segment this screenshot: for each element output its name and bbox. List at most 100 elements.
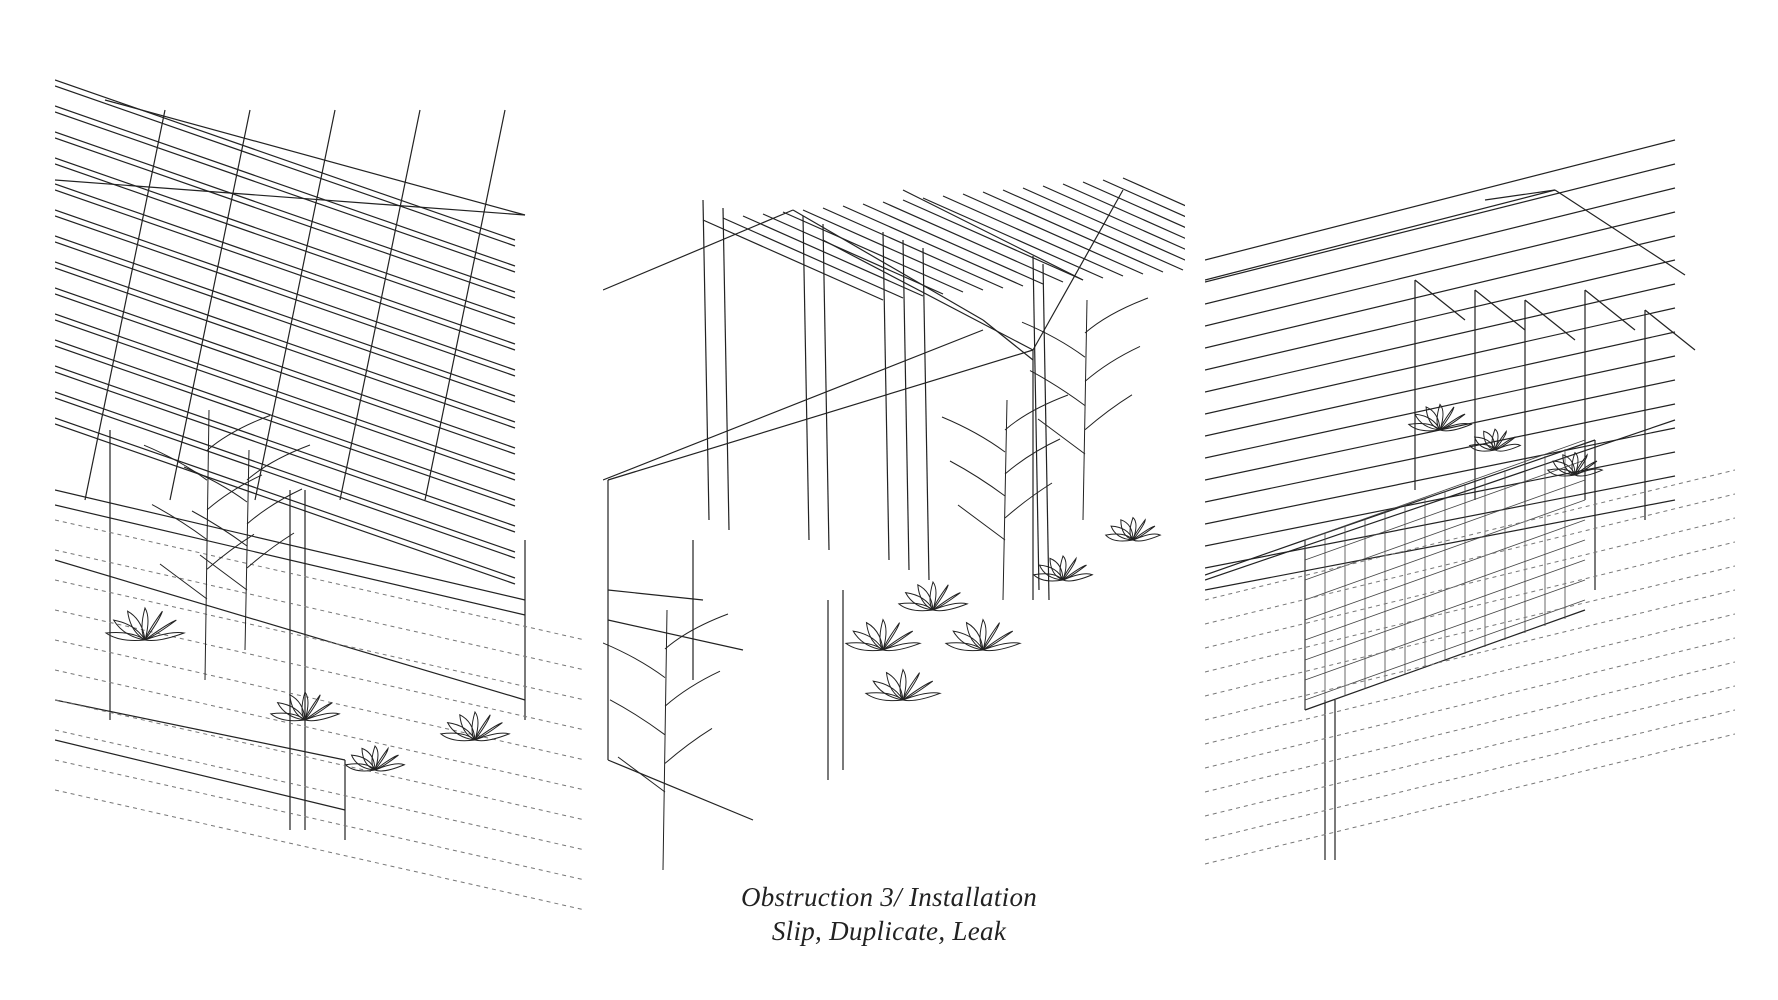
tree-branch xyxy=(664,727,713,764)
plant-leaf xyxy=(882,622,901,651)
tree-trunk xyxy=(244,449,250,651)
roof-purlin xyxy=(424,109,506,501)
plant-leaf xyxy=(1062,556,1077,581)
tree-branch xyxy=(199,554,248,591)
bench xyxy=(607,759,754,821)
plant-leaf xyxy=(1439,406,1455,431)
plant-leaf xyxy=(269,712,306,722)
roof-slat xyxy=(882,201,1064,283)
tree-branch xyxy=(206,415,271,451)
roof-slat xyxy=(742,215,924,297)
plant-leaf xyxy=(439,732,476,742)
plant-leaf xyxy=(289,693,306,721)
roof-slat xyxy=(1205,331,1676,437)
plant-leaf xyxy=(1059,555,1067,581)
roof-slats xyxy=(603,177,1185,481)
drawing-panel-left xyxy=(55,0,585,1000)
grid-line xyxy=(1304,539,1586,641)
tree-trunk xyxy=(1002,399,1008,601)
roof-edge xyxy=(1205,419,1676,581)
roof-slat xyxy=(1205,235,1676,349)
structural-frame xyxy=(55,430,526,840)
tree-branch xyxy=(664,670,721,707)
ground-line xyxy=(1205,685,1735,817)
plant-leaf xyxy=(276,701,306,721)
plant-leaf xyxy=(1038,564,1064,581)
plant-leaf xyxy=(979,618,987,651)
plant-leaf xyxy=(1571,451,1579,476)
roof-slat xyxy=(55,339,516,501)
plant-leaf xyxy=(144,619,177,641)
plant-leaf xyxy=(1129,516,1137,541)
plant-leaf xyxy=(1110,525,1134,541)
ground-line xyxy=(55,759,585,881)
tree-branch xyxy=(143,444,208,481)
plant-leaf xyxy=(1574,468,1604,477)
plant-leaf xyxy=(301,690,309,721)
roof-slat xyxy=(55,261,516,423)
roof-slat xyxy=(55,85,516,247)
roof-slat xyxy=(55,365,516,527)
roof-slat xyxy=(782,211,964,293)
roof-slat xyxy=(55,189,516,351)
ground-line xyxy=(1205,589,1735,721)
plant-leaf xyxy=(899,668,907,701)
plant-leaf xyxy=(902,672,921,701)
frame-top xyxy=(1644,309,1696,351)
plant-leaf xyxy=(141,606,149,641)
plant-leaf xyxy=(902,692,942,702)
roof-slat xyxy=(842,205,1024,287)
frame-top xyxy=(1414,279,1466,321)
bench xyxy=(607,589,704,601)
roof-edge xyxy=(1032,189,1124,351)
plant-leaf xyxy=(1049,557,1064,581)
ground-line xyxy=(55,609,585,731)
plant-leaf xyxy=(1494,443,1522,452)
roof-slat xyxy=(55,345,516,507)
plant-leaf xyxy=(304,702,333,721)
roof-slat xyxy=(1205,163,1676,283)
roof-slat xyxy=(55,235,516,397)
plant-leaf xyxy=(885,671,904,701)
plants xyxy=(104,409,511,772)
plant-leaf xyxy=(1062,573,1094,582)
roof-purlin xyxy=(169,109,251,501)
grid-line xyxy=(1304,599,1586,701)
roof-slats xyxy=(55,79,526,585)
plant-leaf xyxy=(1491,428,1499,451)
roof-slat xyxy=(55,293,516,455)
roof-slat xyxy=(1205,427,1676,525)
plant-leaf xyxy=(932,592,961,611)
roof-slat xyxy=(55,371,516,533)
post xyxy=(1032,255,1040,591)
roof-edge xyxy=(1484,189,1556,201)
roof-slat xyxy=(982,191,1164,273)
plant-leaf xyxy=(1574,453,1588,476)
ground-line xyxy=(55,669,585,791)
roof-ridge xyxy=(603,209,794,291)
tree-branch xyxy=(603,642,666,679)
plant-leaf xyxy=(1425,406,1441,431)
ground-line xyxy=(1205,661,1735,793)
plant-leaf xyxy=(902,680,934,701)
plant-leaf xyxy=(1562,454,1576,476)
roof-slat xyxy=(762,213,944,295)
post xyxy=(802,215,810,541)
plant-leaf xyxy=(474,714,491,741)
roof-purlin xyxy=(254,109,336,501)
ground-line xyxy=(1205,733,1735,865)
tree-branch xyxy=(957,504,1006,541)
ground-line xyxy=(1205,613,1735,745)
plant-leaf xyxy=(1439,423,1473,432)
plant-leaf xyxy=(371,745,379,771)
roof-slat xyxy=(1002,189,1184,271)
tree-branch xyxy=(183,466,248,503)
tree-branch xyxy=(206,474,263,511)
plant-leaf xyxy=(852,630,884,651)
grid-line xyxy=(1304,459,1586,561)
plant-leaf xyxy=(1414,413,1441,431)
caption-title: Obstruction 3/ Installation xyxy=(740,882,1038,912)
plant-leaf xyxy=(882,630,914,651)
roof-slat xyxy=(1205,187,1676,305)
tree-branch xyxy=(617,756,666,793)
